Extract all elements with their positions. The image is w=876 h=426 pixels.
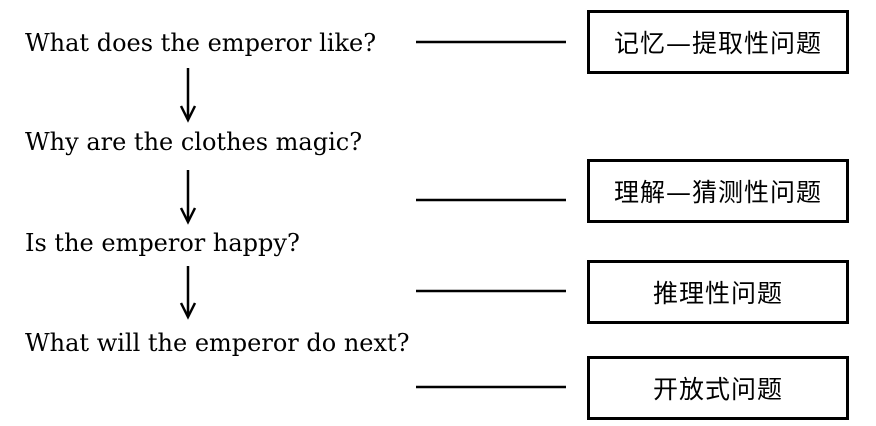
category-label-3: 推理性问题 xyxy=(652,279,783,308)
category-box-2: 理解—猜测性问题 xyxy=(587,159,849,223)
flow-arrow-2 xyxy=(179,170,197,225)
category-box-4: 开放式问题 xyxy=(587,356,849,420)
category-label-2: 理解—猜测性问题 xyxy=(613,178,822,207)
category-label-4: 开放式问题 xyxy=(652,375,783,404)
category-box-1: 记忆—提取性问题 xyxy=(587,10,849,74)
question-1-text: What does the emperor like? xyxy=(25,29,377,57)
question-2-text: Why are the clothes magic? xyxy=(25,128,363,156)
question-4-text: What will the emperor do next? xyxy=(25,329,410,357)
flow-arrow-1 xyxy=(179,68,197,123)
category-label-1: 记忆—提取性问题 xyxy=(613,29,822,58)
category-box-3: 推理性问题 xyxy=(587,260,849,324)
question-3-text: Is the emperor happy? xyxy=(25,229,300,257)
flow-arrow-3 xyxy=(179,266,197,320)
